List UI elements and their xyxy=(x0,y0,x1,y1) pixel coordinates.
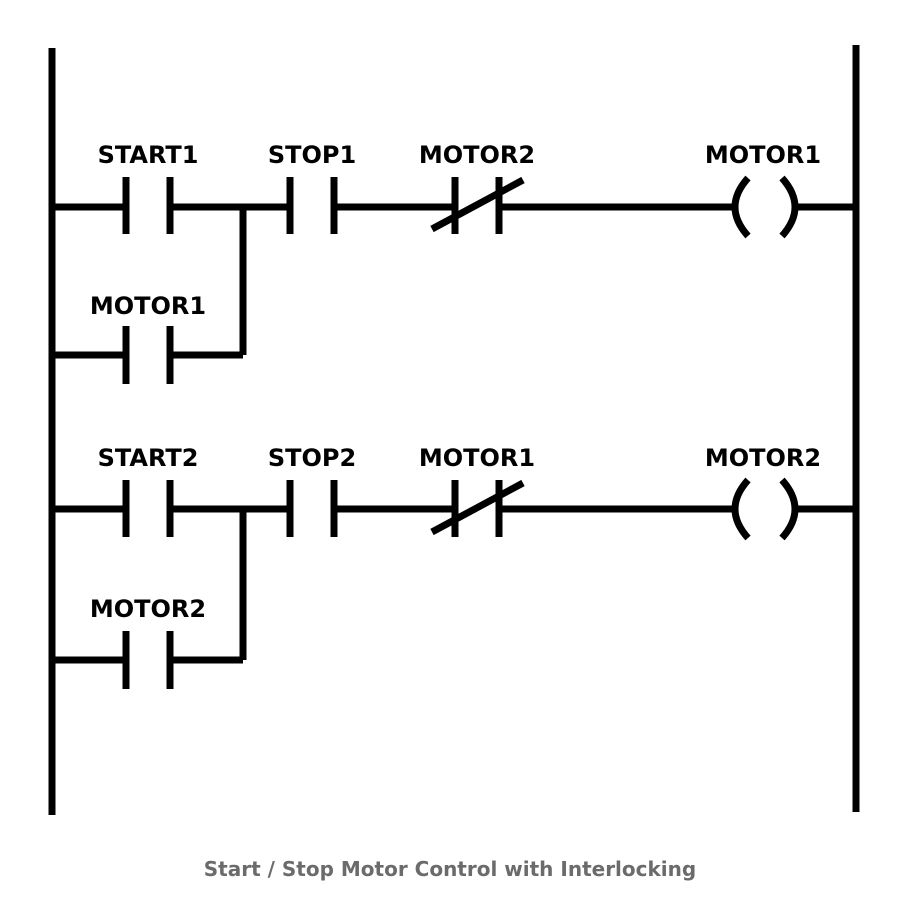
motor2-coil-label: MOTOR2 xyxy=(705,444,821,472)
motor2-coil xyxy=(731,477,799,541)
stop2-contact xyxy=(286,480,338,537)
rung-2 xyxy=(52,477,856,689)
motor1-interlock-label: MOTOR1 xyxy=(419,444,535,472)
stop1-label: STOP1 xyxy=(268,141,356,169)
motor2-interlock-label: MOTOR2 xyxy=(419,141,535,169)
rung-2-seal-in-branch xyxy=(52,509,247,664)
motor2-nc-contact xyxy=(430,176,525,234)
motor1-seal-in-contact xyxy=(122,326,174,384)
start2-contact xyxy=(122,480,174,537)
start1-label: START1 xyxy=(98,141,199,169)
rung-1-seal-in-branch xyxy=(52,207,247,359)
motor2-seal-in-label: MOTOR2 xyxy=(90,595,206,623)
motor1-nc-contact xyxy=(430,479,525,537)
motor1-coil xyxy=(731,175,799,239)
motor2-seal-in-contact xyxy=(122,631,174,689)
motor1-coil-label: MOTOR1 xyxy=(705,141,821,169)
rung-1 xyxy=(52,175,856,384)
start2-label: START2 xyxy=(98,444,199,472)
stop2-label: STOP2 xyxy=(268,444,356,472)
diagram-caption: Start / Stop Motor Control with Interloc… xyxy=(203,857,697,881)
motor1-seal-in-label: MOTOR1 xyxy=(90,292,206,320)
stop1-contact xyxy=(286,177,338,234)
start1-contact xyxy=(122,177,174,234)
